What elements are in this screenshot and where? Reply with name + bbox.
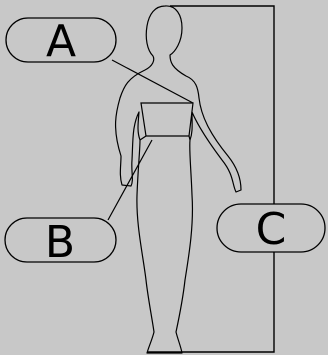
callout-c-label: C <box>256 204 287 255</box>
height-measure-line <box>147 5 275 353</box>
callout-a-bubble <box>5 17 117 63</box>
leader-line-b <box>107 139 153 221</box>
callout-b-bubble <box>4 217 117 263</box>
chest-band <box>140 102 194 137</box>
callout-a: A <box>5 16 117 67</box>
callout-b-label: B <box>45 217 75 268</box>
callout-c-bubble <box>216 203 326 253</box>
body-silhouette <box>115 5 242 354</box>
leader-line-a <box>111 59 194 104</box>
callout-a-label: A <box>46 16 76 67</box>
waist-band <box>139 135 191 141</box>
callout-b: B <box>4 217 117 268</box>
callout-c: C <box>216 203 326 255</box>
